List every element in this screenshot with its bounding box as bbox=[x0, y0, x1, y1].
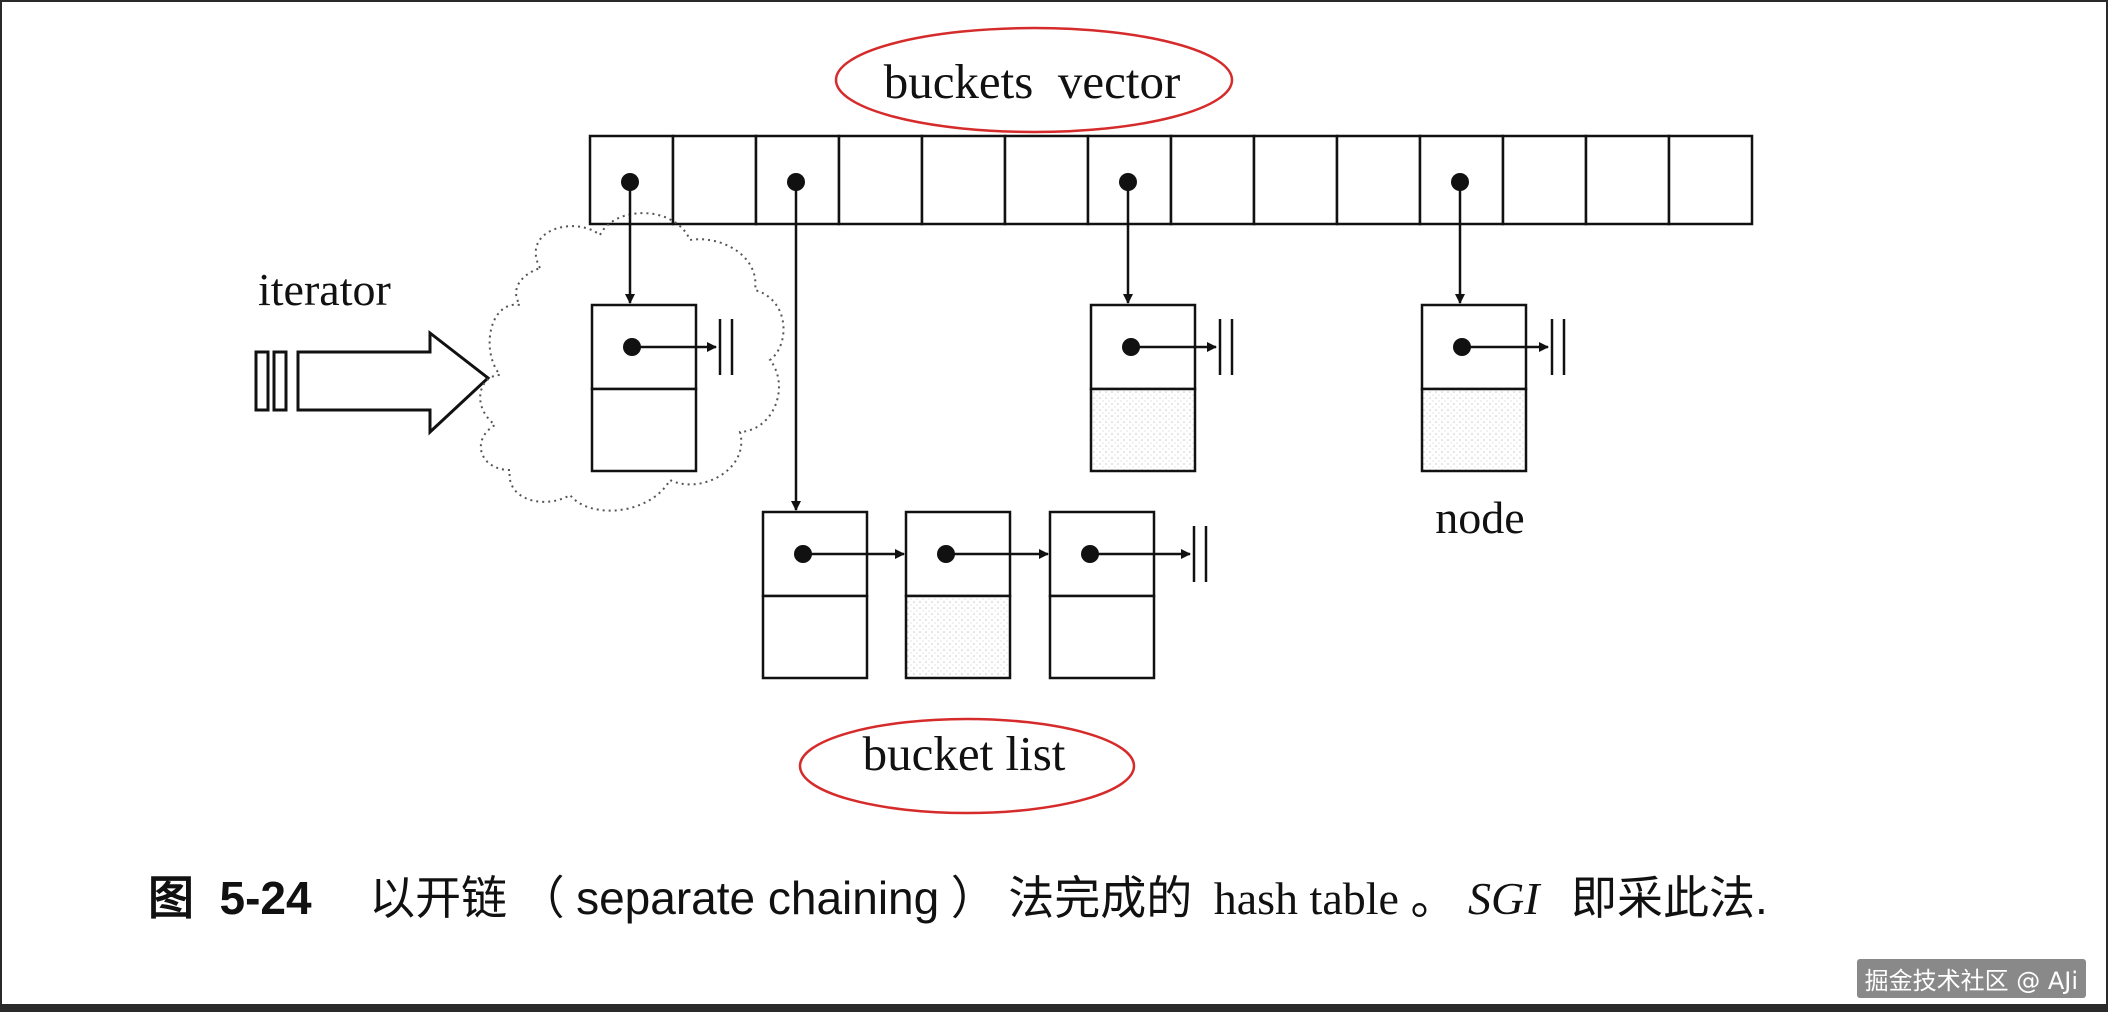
caption-figure-word: 图 bbox=[148, 872, 194, 924]
bucket-0-null bbox=[718, 319, 734, 375]
bucket-cell bbox=[1335, 134, 1422, 226]
bucket-6-node bbox=[1089, 303, 1197, 473]
caption-paren-open: （ bbox=[519, 872, 565, 924]
nodes-layer bbox=[590, 182, 1566, 680]
bucket-2-node-3 bbox=[1048, 510, 1156, 680]
bucket-cell bbox=[1584, 134, 1671, 226]
bucket-cell-box bbox=[1667, 134, 1754, 226]
node-value-field bbox=[904, 594, 1012, 680]
bucket-cell bbox=[1169, 134, 1256, 226]
caption-text-cn-2: 法完成的 bbox=[1008, 872, 1192, 924]
node-value-field bbox=[761, 594, 869, 680]
bucket-cell-box bbox=[1501, 134, 1588, 226]
caption-text-en: separate chaining bbox=[576, 872, 939, 924]
bucket-cell bbox=[1252, 134, 1339, 226]
bucket-cell-box bbox=[1252, 134, 1339, 226]
bucket-cell bbox=[1667, 134, 1754, 226]
node-value-field bbox=[590, 387, 698, 473]
caption-figure-number: 5-24 bbox=[220, 872, 312, 924]
bucket-cell bbox=[1003, 134, 1090, 226]
bucket-cell-box bbox=[1169, 134, 1256, 226]
caption-text-cn-3: 即采此法. bbox=[1571, 872, 1768, 924]
bucket-list-highlight bbox=[798, 717, 1136, 815]
bucket-cell-box bbox=[1335, 134, 1422, 226]
bucket-cell-box bbox=[1003, 134, 1090, 226]
bucket-2-null bbox=[1192, 526, 1208, 582]
bucket-cell bbox=[754, 134, 841, 226]
figure-caption: 图 5-24 以开链 （ separate chaining ） 法完成的 ha… bbox=[148, 872, 1768, 924]
caption-sgi: SGI bbox=[1468, 873, 1542, 924]
buckets-vector bbox=[588, 134, 1754, 226]
bucket-list-label: bucket list bbox=[863, 726, 1066, 781]
bucket-cell bbox=[1086, 134, 1173, 226]
bucket-0-node bbox=[590, 303, 698, 473]
bucket-6-null bbox=[1218, 319, 1234, 375]
caption-text-cn-1: 以开链 bbox=[369, 872, 507, 924]
bucket-cell bbox=[671, 134, 758, 226]
caption-hash-table: hash table bbox=[1214, 873, 1399, 924]
caption-paren-close: ） bbox=[951, 872, 997, 924]
bucket-cell bbox=[1418, 134, 1505, 226]
bucket-cell-box bbox=[837, 134, 924, 226]
watermark: 掘金技术社区 @ AJi bbox=[1856, 959, 2086, 998]
caption-period: 。 bbox=[1410, 872, 1456, 924]
bucket-2-node-1 bbox=[761, 510, 869, 680]
iterator-label: iterator bbox=[258, 264, 391, 315]
bucket-cell bbox=[920, 134, 1007, 226]
bucket-10-null bbox=[1550, 319, 1566, 375]
bucket-cell bbox=[837, 134, 924, 226]
bucket-cell bbox=[588, 134, 675, 226]
node-value-field bbox=[1048, 594, 1156, 680]
node-value-field bbox=[1420, 387, 1528, 473]
iterator-arrow bbox=[254, 329, 491, 436]
buckets-vector-label: buckets vector bbox=[884, 54, 1181, 109]
buckets-vector-highlight bbox=[834, 26, 1234, 134]
bucket-cell bbox=[1501, 134, 1588, 226]
bucket-2-node-2 bbox=[904, 510, 1012, 680]
bucket-cell-box bbox=[1584, 134, 1671, 226]
node-value-field bbox=[1089, 387, 1197, 473]
bucket-cell-box bbox=[920, 134, 1007, 226]
iterator-target-cloud bbox=[479, 212, 785, 512]
node-label: node bbox=[1435, 492, 1524, 543]
bucket-10-node bbox=[1420, 303, 1528, 473]
bucket-cell-box bbox=[671, 134, 758, 226]
